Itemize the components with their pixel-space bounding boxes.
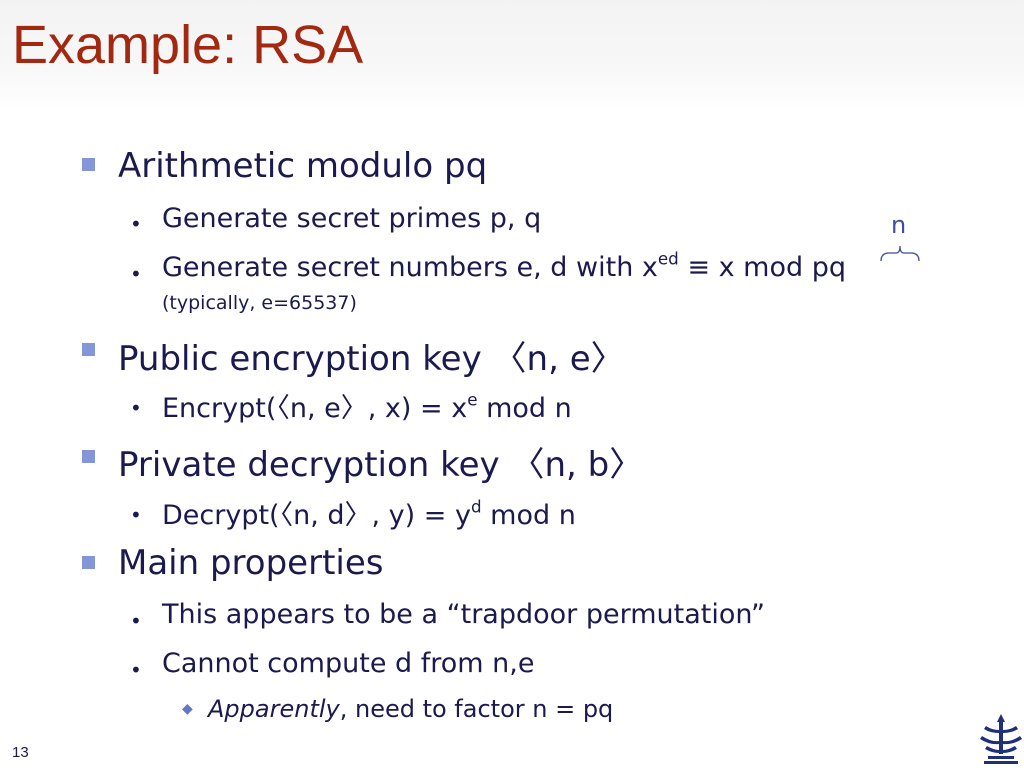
note-typically: (typically, e=65537) — [162, 292, 357, 314]
dot-bullet-icon: • — [130, 609, 142, 633]
formula-text: Encrypt(〈n, e〉, x) = x — [162, 393, 468, 424]
bullet-decrypt: Decrypt(〈n, d〉, y) = yd mod n — [162, 493, 576, 532]
bullet-arithmetic-modulo: Arithmetic modulo pq — [118, 146, 488, 186]
formula-text: mod n — [477, 393, 572, 424]
slide-title: Example: RSA — [12, 15, 364, 75]
bullet-trapdoor: This appears to be a “trapdoor permutati… — [162, 599, 766, 630]
formula-text: mod n — [481, 500, 576, 531]
formula-text: Generate secret numbers e, d with x — [162, 252, 658, 283]
square-bullet-icon — [82, 450, 95, 463]
formula-text: Decrypt(〈n, d〉, y) = y — [162, 500, 471, 531]
tau-logo-icon — [980, 714, 1022, 764]
bullet-encrypt: Encrypt(〈n, e〉, x) = xe mod n — [162, 386, 572, 425]
dot-bullet-icon: • — [130, 212, 142, 236]
dot-bullet-icon: • — [130, 658, 142, 682]
exponent: d — [470, 496, 482, 517]
title-band — [0, 0, 1024, 112]
dot-bullet-icon: • — [130, 396, 142, 420]
italic-apparently: Apparently — [208, 695, 340, 723]
formula-pq: pq — [811, 252, 846, 283]
exponent: e — [467, 389, 478, 410]
formula-text: ≡ x mod — [678, 252, 812, 283]
square-bullet-icon — [82, 343, 95, 356]
bullet-generate-secret-numbers: Generate secret numbers e, d with xed ≡ … — [162, 250, 846, 283]
bullet-private-key: Private decryption key 〈n, b〉 — [118, 445, 644, 485]
bullet-cannot-compute: Cannot compute d from n,e — [162, 648, 535, 679]
brace-label-n: n — [891, 211, 907, 239]
bullet-public-key: Public encryption key 〈n, e〉 — [118, 339, 625, 379]
overbrace-icon — [880, 245, 920, 262]
square-bullet-icon — [82, 556, 95, 569]
bullet-generate-primes: Generate secret primes p, q — [162, 203, 542, 234]
dot-bullet-icon: • — [130, 503, 142, 527]
page-number: 13 — [12, 744, 29, 761]
bullet-main-properties: Main properties — [118, 543, 384, 583]
factor-text: , need to factor n = pq — [339, 695, 614, 723]
bullet-apparently: Apparently, need to factor n = pq — [208, 695, 613, 723]
dot-bullet-icon: • — [130, 262, 142, 286]
exponent: ed — [657, 248, 679, 269]
square-bullet-icon — [82, 158, 95, 171]
diamond-bullet-icon: ◆ — [182, 701, 193, 717]
